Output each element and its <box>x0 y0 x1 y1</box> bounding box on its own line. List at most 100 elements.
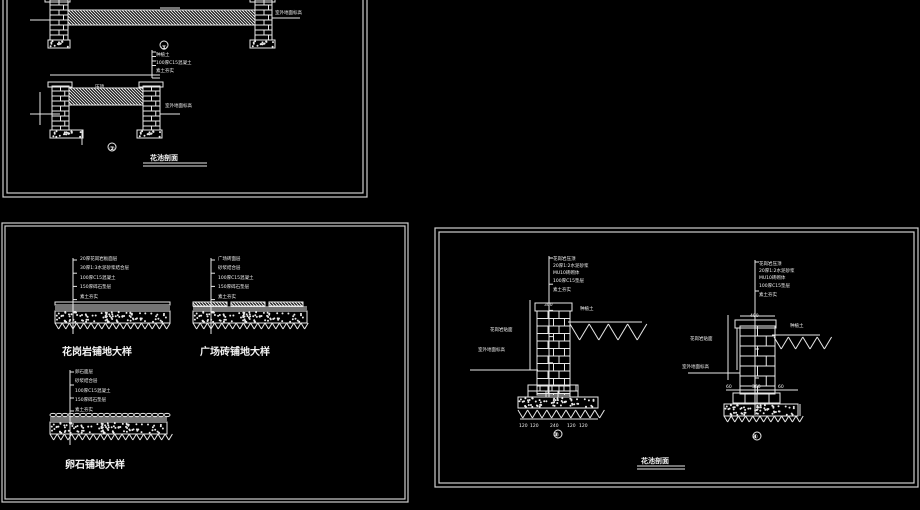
earth-hatch <box>253 322 259 330</box>
aggregate-dot <box>59 42 62 45</box>
aggregate-dot <box>85 314 88 317</box>
aggregate-dot <box>260 315 263 317</box>
aggregate-dot <box>112 425 115 428</box>
hatch-line <box>73 9 90 26</box>
aggregate-dot <box>218 319 221 322</box>
aggregate-dot <box>66 45 69 48</box>
earth-hatch <box>569 323 581 341</box>
plaza-brick-paving-title: 广场砖铺地大样 <box>200 345 270 358</box>
hatch-line <box>96 87 115 106</box>
dim: 360 <box>752 384 761 390</box>
earth-hatch <box>780 336 789 350</box>
earth-hatch <box>61 322 67 330</box>
aggregate-dot <box>151 429 154 432</box>
hatch-line <box>247 9 256 18</box>
panel-right-frame <box>434 227 919 488</box>
hatch-line <box>187 9 204 26</box>
earth-hatch <box>752 415 757 423</box>
aggregate-dot <box>90 425 93 428</box>
earth-hatch <box>144 322 150 330</box>
earth-hatch <box>164 433 170 441</box>
aggregate-dot <box>550 402 553 404</box>
aggregate-dot <box>242 311 245 314</box>
aggregate-dot <box>100 312 103 315</box>
panel-title: 花池剖面 <box>150 153 178 162</box>
aggregate-dot <box>733 406 736 409</box>
aggregate-dot <box>552 404 555 407</box>
earth-hatch <box>112 322 117 330</box>
earth-hatch <box>770 415 775 423</box>
hatch-line <box>108 87 127 106</box>
aggregate-dot <box>71 425 74 427</box>
aggregate-dot <box>223 314 225 317</box>
earth-hatch <box>71 433 76 441</box>
aggregate-dot <box>128 314 131 317</box>
earth-hatch <box>522 409 529 419</box>
aggregate-dot <box>63 319 66 322</box>
earth-hatch <box>162 322 168 330</box>
earth-hatch <box>575 409 581 419</box>
aggregate-dot <box>81 319 83 322</box>
hatch-line <box>192 302 197 307</box>
earth-hatch <box>140 322 146 330</box>
label: 素土夯实 <box>156 67 174 74</box>
earth-hatch <box>137 322 142 330</box>
earth-hatch <box>599 409 605 419</box>
hatch-line <box>132 87 144 99</box>
aggregate-dot <box>107 429 110 431</box>
aggregate-dot <box>747 407 750 410</box>
aggregate-dot <box>63 131 66 134</box>
hatch-line <box>72 87 91 106</box>
aggregate-dot <box>148 431 151 434</box>
earth-hatch <box>300 322 306 330</box>
earth-hatch <box>121 433 127 441</box>
aggregate-dot <box>112 431 115 434</box>
hatch-line <box>238 9 255 26</box>
hatch-line <box>214 9 231 26</box>
hatch-line <box>75 87 94 106</box>
aggregate-dot <box>535 404 538 407</box>
earth-hatch <box>148 322 153 330</box>
hatch-line <box>163 9 180 26</box>
aggregate-dot <box>110 426 113 429</box>
earth-hatch <box>763 415 768 423</box>
label: 室外地面标高 <box>275 9 302 16</box>
earth-hatch <box>107 433 112 441</box>
aggregate-dot <box>80 431 83 434</box>
aggregate-dot <box>109 315 111 318</box>
aggregate-dot <box>113 422 116 425</box>
earth-hatch <box>92 433 98 441</box>
hatch-line <box>253 301 259 307</box>
label: 种植土 <box>580 305 594 312</box>
aggregate-dot <box>91 314 94 317</box>
aggregate-dot <box>64 311 67 314</box>
hatch-line <box>273 301 279 307</box>
layer-label: 150厚碎石垫层 <box>80 283 112 290</box>
earth-hatch <box>108 322 114 330</box>
hatch-line <box>241 9 256 24</box>
aggregate-dot <box>132 428 135 431</box>
aggregate-dot <box>158 135 161 138</box>
aggregate-dot <box>248 311 251 314</box>
earth-hatch <box>79 322 85 330</box>
right-section-dims: 60 360 60 <box>726 384 784 390</box>
pebble <box>73 412 81 418</box>
aggregate-dot <box>560 400 563 402</box>
earth-hatch <box>636 323 648 341</box>
aggregate-dot <box>129 312 132 315</box>
layer-label: 素土夯实 <box>80 293 98 300</box>
layer-label: 素土夯实 <box>218 293 236 300</box>
aggregate-dot <box>55 425 58 428</box>
label: 室外地面标高 <box>682 363 709 370</box>
aggregate-dot <box>94 314 97 317</box>
earth-hatch <box>257 322 262 330</box>
earth-hatch <box>158 322 164 330</box>
earth-hatch <box>60 433 65 441</box>
coping <box>44 0 71 3</box>
earth-hatch <box>217 322 223 330</box>
aggregate-dot <box>108 313 111 316</box>
hatch-line <box>135 87 144 96</box>
dim: 120 <box>567 423 576 429</box>
earth-hatch <box>68 322 74 330</box>
